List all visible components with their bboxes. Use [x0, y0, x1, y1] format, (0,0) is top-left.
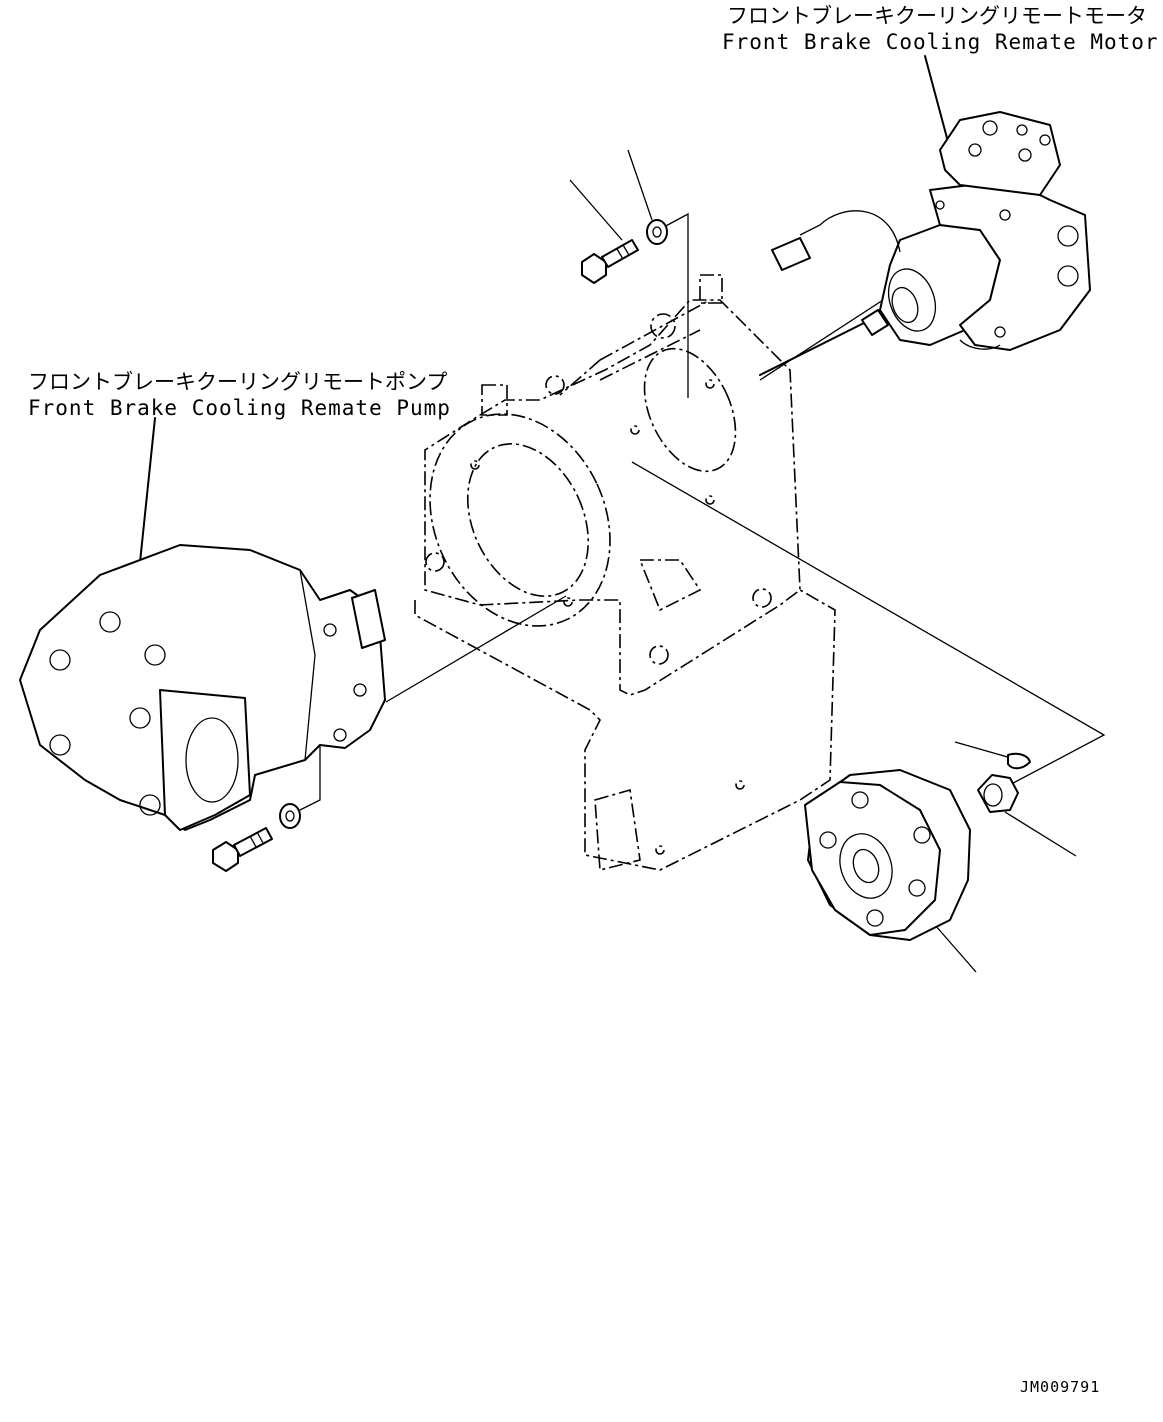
motor-label: フロントブレーキクーリングリモートモータ Front Brake Cooling… [722, 0, 1159, 54]
motor-label-jp: フロントブレーキクーリングリモートモータ [727, 4, 1147, 28]
mounting-bracket [414, 274, 836, 872]
drawing-number: JM009791 [1020, 1378, 1101, 1396]
lower-bolt [212, 827, 273, 872]
pump-label-jp: フロントブレーキクーリングリモートポンプ [28, 370, 448, 394]
remote-motor [759, 111, 1091, 376]
pump-label: フロントブレーキクーリングリモートポンプ Front Brake Cooling… [28, 366, 451, 420]
motor-label-en: Front Brake Cooling Remate Motor [722, 30, 1159, 54]
lower-washer [279, 803, 301, 829]
motor-leader-arrow [924, 55, 975, 141]
upper-washer [646, 219, 668, 245]
remote-pump [19, 544, 386, 831]
coupling [804, 769, 971, 941]
pump-leader-arrow [137, 417, 166, 585]
upper-bolt [581, 239, 639, 284]
nut [977, 774, 1019, 813]
pump-label-en: Front Brake Cooling Remate Pump [28, 396, 451, 420]
key [1007, 752, 1031, 770]
